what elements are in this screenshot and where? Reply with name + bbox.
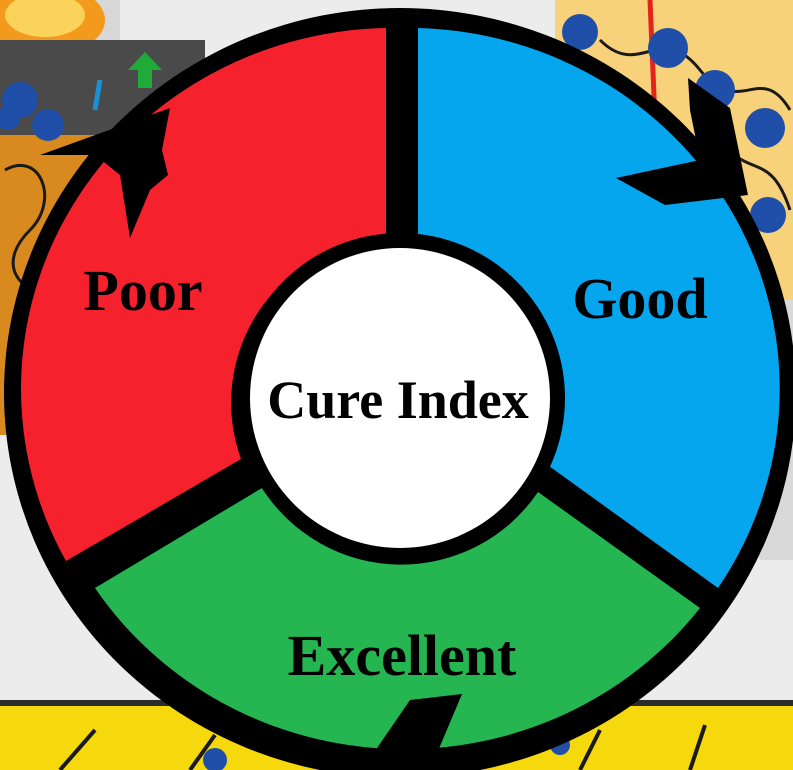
fiber-line [688, 724, 707, 770]
segment-label-poor: Poor [83, 258, 202, 323]
fiber-line [58, 728, 97, 770]
segment-label-good: Good [572, 266, 707, 331]
particle [648, 28, 688, 68]
particle [745, 108, 785, 148]
fiber-line [598, 38, 792, 111]
particle [562, 14, 598, 50]
fire-core-icon [5, 0, 85, 37]
center-disc [250, 248, 550, 548]
particle [0, 106, 20, 130]
particle [32, 109, 64, 141]
particle [750, 197, 786, 233]
blue-mark [92, 79, 103, 111]
arrow-icon [616, 78, 748, 205]
segment-excellent [95, 488, 700, 750]
fiber-line [188, 733, 217, 770]
particle [203, 748, 227, 770]
green-arrow-icon [128, 52, 162, 88]
arrow-icon [40, 108, 170, 238]
segment-label-excellent: Excellent [288, 623, 517, 688]
cure-index-wheel: Poor Good Excellent Cure Index [4, 8, 793, 770]
center-label: Cure Index [267, 370, 529, 430]
particles [0, 14, 786, 233]
arrow-icon [362, 694, 462, 770]
fiber-line [578, 729, 602, 770]
